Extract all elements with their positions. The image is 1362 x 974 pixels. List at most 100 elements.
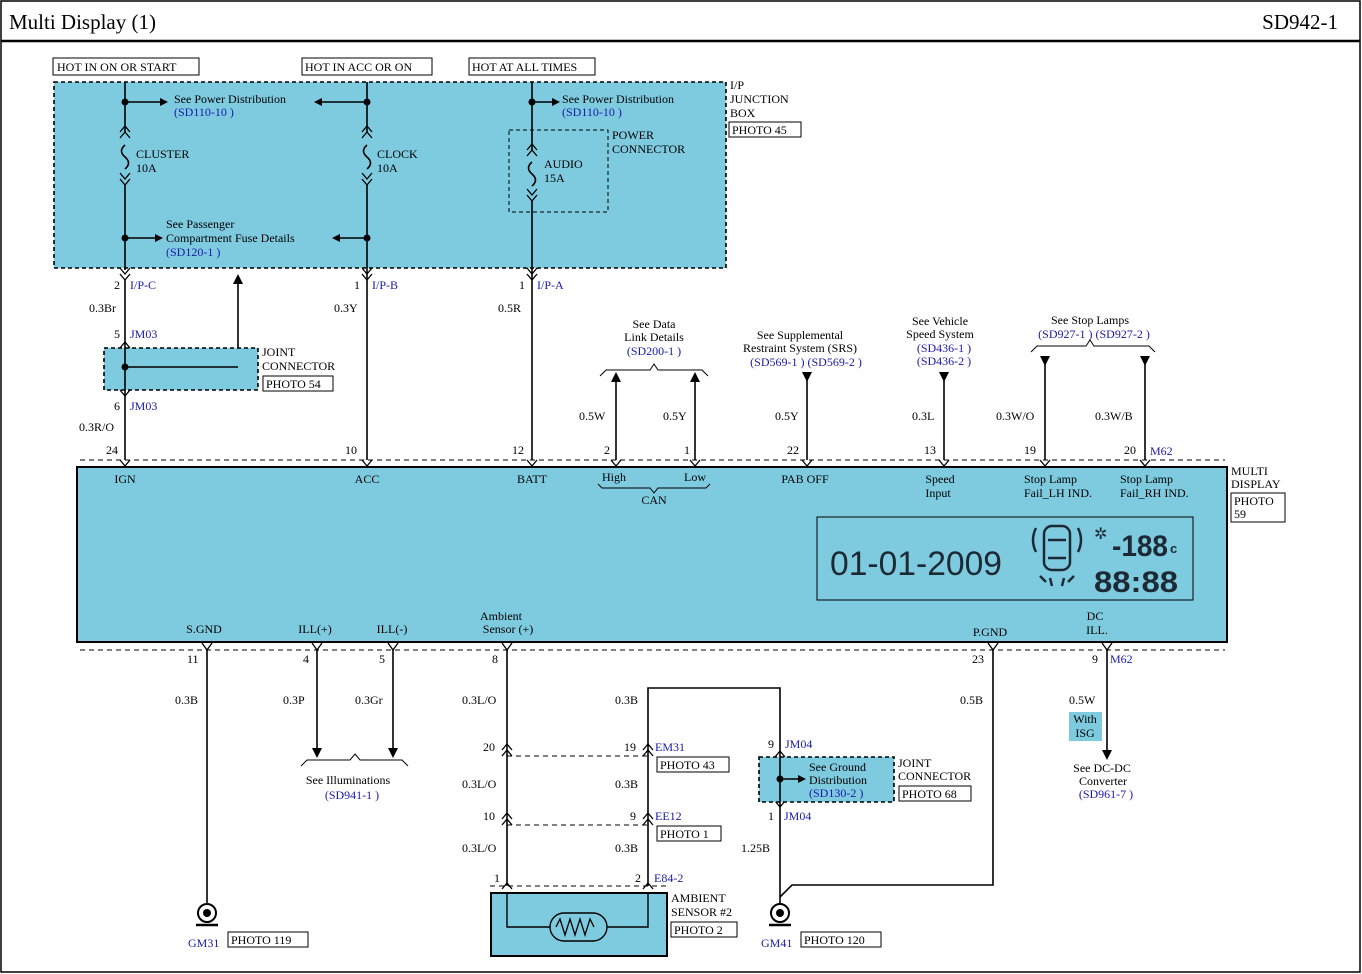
- speed-note-2: Speed System: [906, 327, 974, 341]
- photo-gm41: PHOTO 120: [804, 933, 865, 947]
- joint-2-label-1: JOINT: [898, 756, 932, 770]
- lcd-temp: -188: [1112, 530, 1168, 563]
- pin-ipc: 2: [114, 278, 120, 292]
- wire-color-03wo: 0.3W/O: [996, 409, 1035, 423]
- ambient-sensor-label-1: AMBIENT: [671, 891, 726, 905]
- pin-b8: 8: [492, 652, 498, 666]
- pin-ipa: 1: [519, 278, 525, 292]
- label-pab-off: PAB OFF: [781, 472, 829, 486]
- pin-2: 2: [604, 443, 610, 457]
- pin-ipb: 1: [354, 278, 360, 292]
- pin-10: 10: [345, 443, 357, 457]
- data-link-ref: (SD200-1 ): [627, 344, 681, 358]
- junction-box-label-2: JUNCTION: [730, 92, 789, 106]
- label-stop-rh-2: Fail_RH IND.: [1120, 486, 1189, 500]
- wc-b7: 0.5W: [1069, 693, 1096, 707]
- power-label-batt: HOT AT ALL TIMES: [472, 60, 577, 74]
- wire-color-05y-b: 0.5Y: [775, 409, 799, 423]
- illum-note: See Illuminations: [306, 773, 391, 787]
- srs-note-1: See Supplemental: [757, 328, 844, 342]
- data-link-note-1: See Data: [633, 317, 677, 331]
- wc-b1: 0.3B: [175, 693, 198, 707]
- see-power-1-ref: (SD110-10 ): [174, 105, 234, 119]
- junction-box-label-3: BOX: [730, 106, 756, 120]
- fuse-cluster: CLUSTER 10A: [119, 82, 189, 270]
- signal-wires-top: [615, 362, 1146, 460]
- photo-gm31: PHOTO 119: [231, 933, 291, 947]
- conn-jm04-b: JM04: [784, 809, 811, 823]
- conn-ipb: I/P-B: [372, 278, 398, 292]
- ground-gm41-icon: [769, 903, 791, 927]
- pin-1: 1: [684, 443, 690, 457]
- lcd-date: 01-01-2009: [830, 545, 1002, 583]
- dcdc-note-2: Converter: [1079, 774, 1127, 788]
- junction-box-label-1: I/P: [730, 78, 744, 92]
- pin-24: 24: [106, 443, 118, 457]
- pin-b11: 11: [187, 652, 199, 666]
- label-sensor: Sensor (+): [483, 622, 533, 636]
- with-isg-2: ISG: [1075, 726, 1095, 740]
- ambient-sensor-label-2: SENSOR #2: [671, 905, 732, 919]
- pin-b4: 4: [303, 652, 309, 666]
- wc-b8: 0.3L/O: [462, 777, 497, 791]
- fuse-cluster-rating: 10A: [136, 161, 157, 175]
- ground-gm41: GM41: [761, 936, 792, 950]
- joint-2-label-2: CONNECTOR: [898, 769, 971, 783]
- fuse-audio: AUDIO 15A: [526, 82, 583, 460]
- stop-note: See Stop Lamps: [1051, 313, 1129, 327]
- power-connector-label-1: POWER: [612, 128, 654, 142]
- display-name-1: MULTI: [1231, 464, 1268, 478]
- illum-ref: (SD941-1 ): [325, 788, 379, 802]
- fuse-cluster-name: CLUSTER: [136, 147, 189, 161]
- wire-color-y: 0.3Y: [334, 301, 358, 315]
- mid-pin-9: 9: [630, 809, 636, 823]
- see-power-1: See Power Distribution: [174, 92, 286, 106]
- conn-m62-top: M62: [1150, 444, 1173, 458]
- conn-em31: EM31: [655, 740, 685, 754]
- label-ign: IGN: [114, 472, 136, 486]
- pin-19: 19: [1024, 443, 1036, 457]
- fuse-clock: CLOCK 10A: [314, 82, 418, 460]
- jm04-pin-9: 9: [768, 737, 774, 751]
- wire-color-03wb: 0.3W/B: [1095, 409, 1133, 423]
- label-can: CAN: [641, 493, 667, 507]
- wc-b2: 0.3P: [283, 693, 305, 707]
- photo-e84: PHOTO 2: [674, 923, 723, 937]
- pin-jm03-5: 5: [114, 327, 120, 341]
- junction-box-photo: PHOTO 45: [732, 123, 787, 137]
- wire-color-05y-a: 0.5Y: [663, 409, 687, 423]
- label-dc: DC: [1087, 609, 1104, 623]
- wc-b12: 1.25B: [741, 841, 770, 855]
- label-sgnd: S.GND: [186, 622, 222, 636]
- ground-note-1: See Ground: [809, 760, 866, 774]
- label-low: Low: [684, 470, 706, 484]
- wc-b11: 0.3B: [615, 841, 638, 855]
- speed-note-1: See Vehicle: [912, 314, 968, 328]
- fuse-clock-name: CLOCK: [377, 147, 418, 161]
- wc-b5: 0.3B: [615, 693, 638, 707]
- see-power-2-ref: (SD110-10 ): [562, 105, 622, 119]
- speed-ref-2: (SD436-2 ): [917, 354, 971, 368]
- car-parking-icon: [1031, 524, 1083, 587]
- label-pgnd: P.GND: [973, 625, 1008, 639]
- display-photo-2: 59: [1234, 507, 1246, 521]
- joint-2-photo: PHOTO 68: [902, 787, 957, 801]
- conn-e84: E84-2: [654, 871, 683, 885]
- diagram-code: SD942-1: [1262, 10, 1338, 34]
- ground-note-ref: (SD130-2 ): [809, 786, 863, 800]
- ground-gm31-icon: [196, 903, 218, 927]
- pin-b5: 5: [379, 652, 385, 666]
- photo-em31: PHOTO 43: [660, 758, 715, 772]
- pin-12: 12: [512, 443, 524, 457]
- joint-1-label-2: CONNECTOR: [262, 359, 335, 373]
- conn-ipc: I/P-C: [130, 278, 156, 292]
- wire-color-br: 0.3Br: [89, 301, 116, 315]
- display-photo-1: PHOTO: [1234, 494, 1274, 508]
- see-passenger-2: Compartment Fuse Details: [166, 231, 295, 245]
- label-high: High: [602, 470, 626, 484]
- pin-b9: 9: [1092, 652, 1098, 666]
- mid-pin-19: 19: [624, 740, 636, 754]
- dcdc-note-1: See DC-DC: [1073, 761, 1131, 775]
- label-stop-lh-1: Stop Lamp: [1024, 472, 1077, 486]
